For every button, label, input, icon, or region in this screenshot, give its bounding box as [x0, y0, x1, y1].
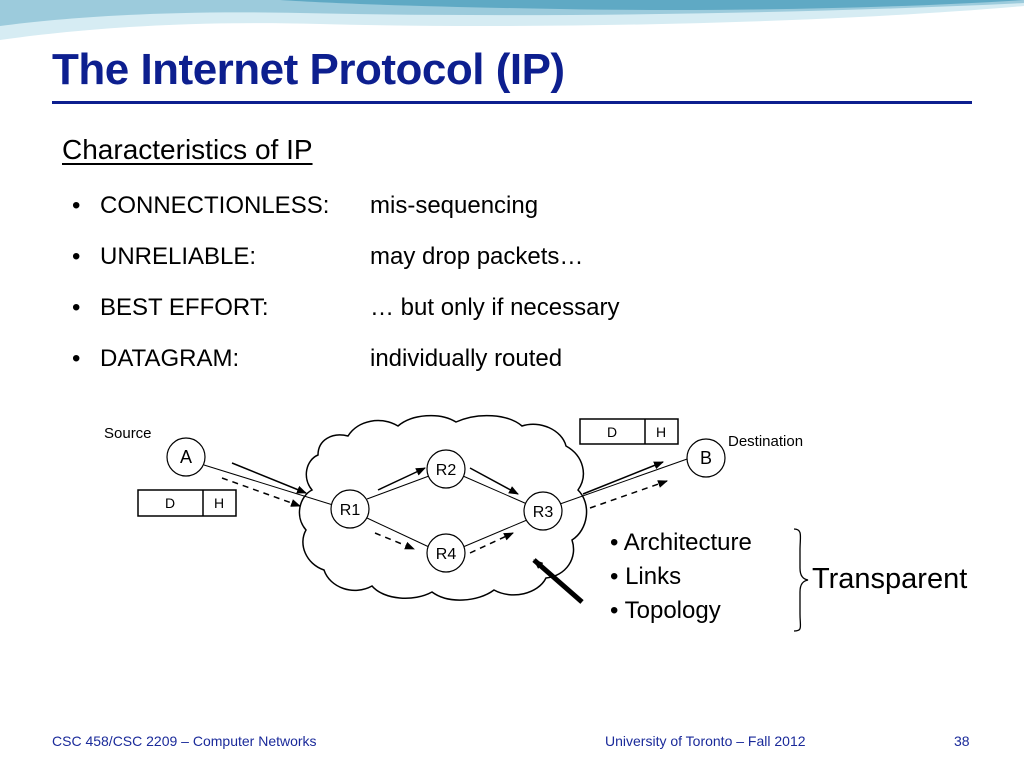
footer-university: University of Toronto – Fall 2012 — [605, 733, 806, 749]
list-item: • Links — [610, 563, 682, 590]
bullet-term: DATAGRAM: — [100, 345, 240, 372]
packet-path-arrow — [231, 462, 307, 494]
packet-path-arrow — [377, 467, 426, 491]
link-a-r1 — [203, 464, 334, 506]
link-r1-r4 — [366, 517, 430, 548]
host-b: B — [686, 438, 726, 478]
bullet-term: BEST EFFORT: — [100, 294, 269, 321]
router-r1: R1 — [330, 489, 370, 529]
packet-left: D H — [137, 489, 237, 517]
router-r3: R3 — [523, 491, 563, 531]
bullet-dot-icon: • — [72, 345, 81, 372]
packet-path-arrow — [469, 467, 519, 495]
network-cloud — [298, 414, 588, 601]
pointer-arrow — [532, 558, 584, 604]
source-label: Source — [104, 425, 152, 442]
bullet-dot-icon: • — [72, 243, 81, 270]
bullet-dot-icon: • — [72, 192, 81, 219]
router-r4-label: R4 — [436, 546, 457, 563]
bullet-description: individually routed — [370, 345, 563, 372]
packet-path-dashed-arrow — [469, 532, 514, 554]
bullet-term: UNRELIABLE: — [100, 243, 257, 270]
packet-header-field: H — [656, 424, 666, 440]
bullet-item: • CONNECTIONLESS: mis-sequencing — [72, 192, 538, 220]
slide-title: The Internet Protocol (IP) — [52, 45, 565, 94]
bullet-dot-icon: • — [72, 294, 81, 321]
list-item: • Topology — [610, 597, 721, 624]
bullet-description: may drop packets… — [370, 243, 584, 270]
host-a-label: A — [180, 447, 192, 467]
packet-data-field: D — [607, 424, 617, 440]
packet-path-dashed-arrow — [589, 480, 668, 509]
footer-page-number: 38 — [954, 733, 970, 749]
link-r4-r3 — [462, 519, 528, 548]
packet-right: D H — [579, 418, 679, 445]
link-r3-b — [559, 457, 691, 505]
bullet-description: … but only if necessary — [370, 294, 620, 321]
packet-data-field: D — [165, 495, 175, 511]
packet-path-dashed-arrow — [221, 477, 301, 507]
packet-header-field: H — [214, 495, 224, 511]
grouping-brace — [793, 528, 809, 632]
section-subtitle: Characteristics of IP — [62, 134, 313, 165]
router-r3-label: R3 — [533, 504, 554, 521]
destination-label: Destination — [728, 433, 803, 450]
router-r1-label: R1 — [340, 502, 361, 519]
router-r4: R4 — [426, 533, 466, 573]
transparent-label: Transparent — [812, 563, 968, 595]
bullet-description: mis-sequencing — [370, 192, 539, 219]
footer-course: CSC 458/CSC 2209 – Computer Networks — [52, 733, 317, 749]
router-r2-label: R2 — [436, 462, 457, 479]
title-underline — [52, 101, 972, 104]
bullet-item: • DATAGRAM: individually routed — [72, 345, 562, 373]
link-r1-r2 — [366, 475, 430, 500]
hidden-properties-list: • Architecture • Links • Topology — [610, 526, 752, 628]
bullet-term: CONNECTIONLESS: — [100, 192, 330, 219]
host-a: A — [166, 437, 206, 477]
list-item-label: Links — [625, 563, 682, 590]
link-r2-r3 — [462, 475, 528, 505]
packet-path-arrow — [582, 461, 664, 495]
bullet-item: • UNRELIABLE: may drop packets… — [72, 243, 583, 271]
header-wave-decoration — [0, 0, 1024, 40]
list-item: • Architecture — [610, 529, 752, 556]
list-item-label: Topology — [624, 597, 721, 624]
bullet-item: • BEST EFFORT: … but only if necessary — [72, 294, 619, 322]
host-b-label: B — [700, 448, 712, 468]
packet-path-dashed-arrow — [374, 532, 415, 550]
router-r2: R2 — [426, 449, 466, 489]
list-item-label: Architecture — [623, 529, 752, 556]
